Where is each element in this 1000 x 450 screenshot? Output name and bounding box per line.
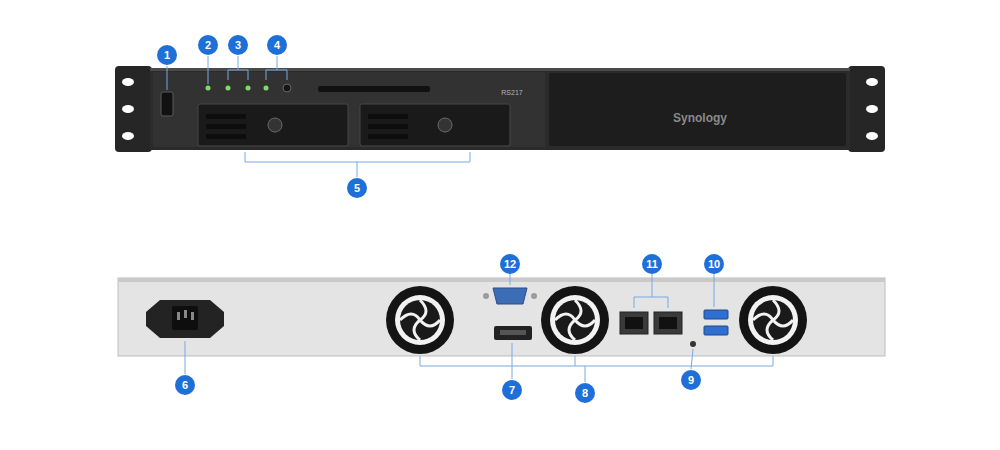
fan	[541, 286, 609, 354]
callout-number: 6	[175, 375, 195, 395]
fan	[386, 286, 454, 354]
fan	[739, 286, 807, 354]
callout-number: 4	[267, 35, 287, 55]
callout-number: 5	[347, 178, 367, 198]
callout-number: 11	[642, 254, 662, 274]
back-panel	[118, 278, 885, 356]
model-name: RS217	[501, 89, 522, 96]
leader-lines	[185, 274, 773, 382]
callout-number: 9	[681, 370, 701, 390]
leader-lines	[167, 56, 470, 177]
callout-number: 1	[157, 45, 177, 65]
callout-number: 3	[228, 35, 248, 55]
callout-number: 12	[500, 254, 520, 274]
callout-number: 10	[704, 254, 724, 274]
callout-number: 2	[198, 35, 218, 55]
callout-number: 7	[502, 380, 522, 400]
front-panel	[115, 66, 885, 152]
brand-logo: Synology	[673, 111, 727, 125]
callout-number: 8	[575, 383, 595, 403]
